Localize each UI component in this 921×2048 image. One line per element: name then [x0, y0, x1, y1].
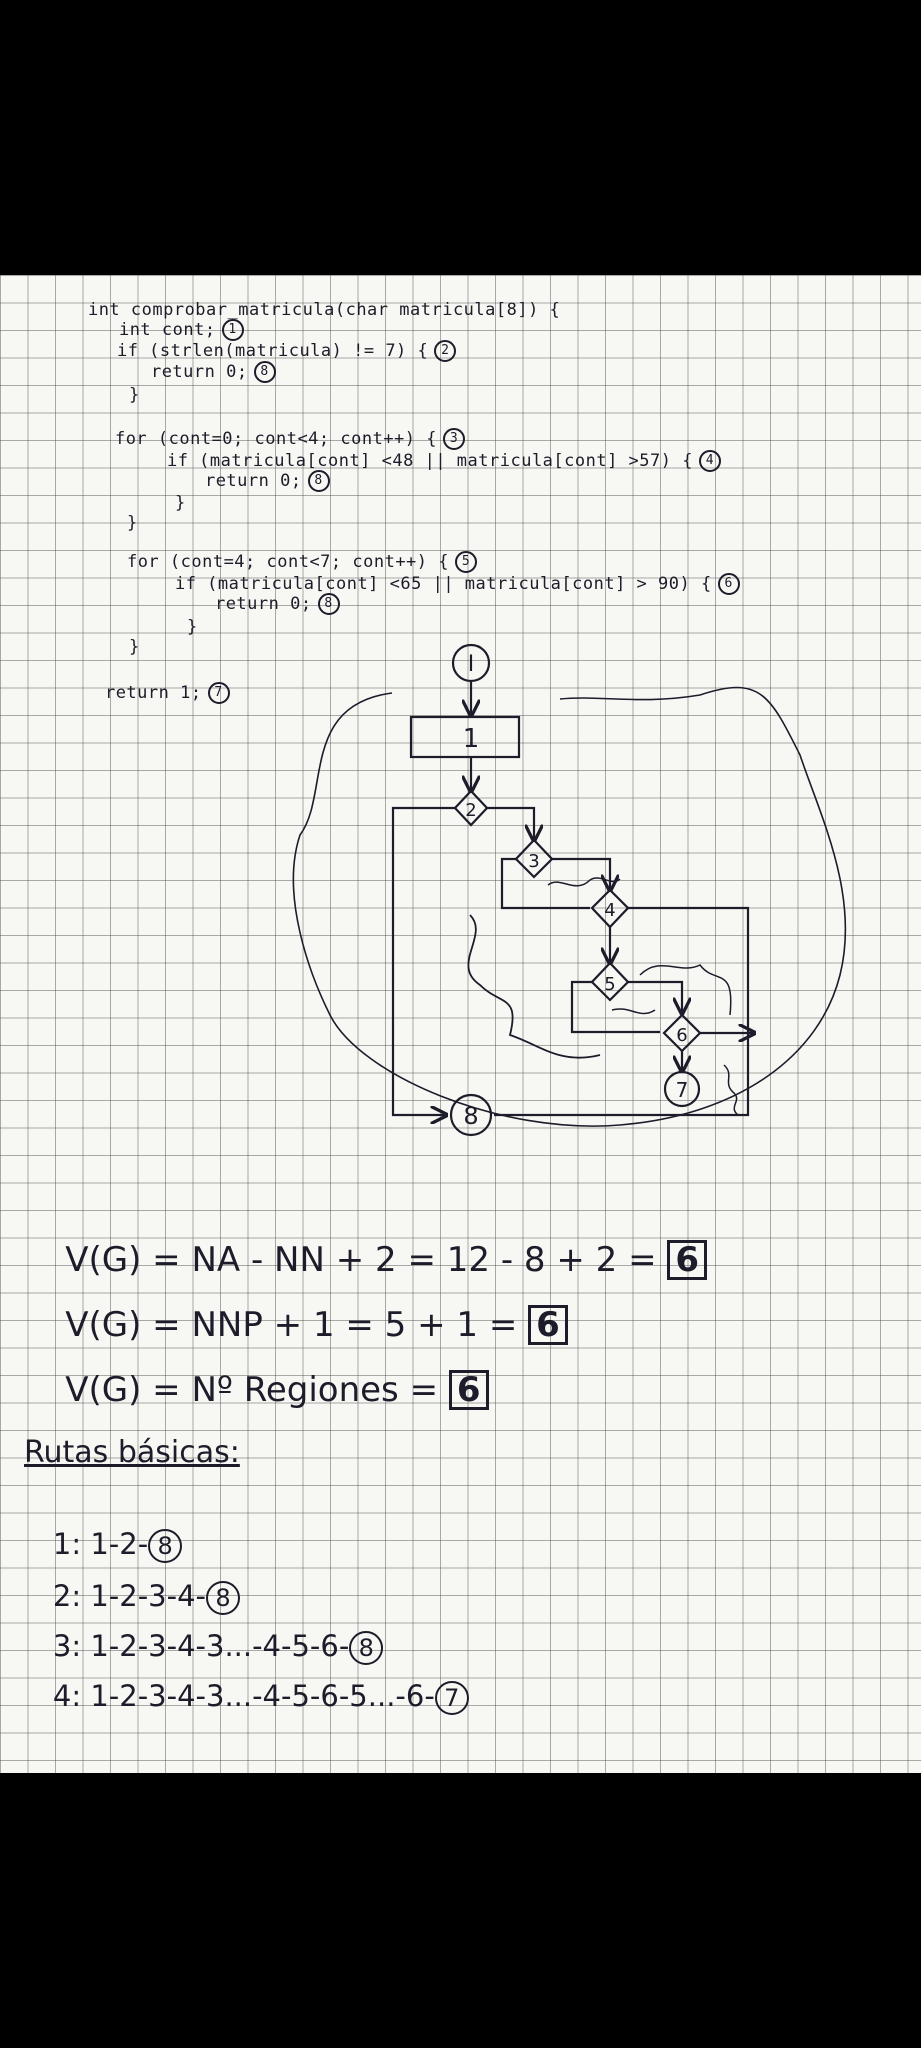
code-line: for (cont=0; cont<4; cont++) {3: [72, 408, 465, 470]
node-2-diamond: [453, 789, 489, 827]
end-node-mark: 8: [349, 1631, 384, 1665]
node-4-label: 4: [604, 900, 615, 921]
complexity-formula: V(G) = Nº Regiones = 6: [22, 1330, 489, 1450]
complexity-formula: V(G) = NA - NN + 2 = 12 - 8 + 2 = 6: [22, 1200, 708, 1320]
node-3-label: 3: [528, 851, 539, 872]
node-1-box: [409, 715, 521, 759]
route-item: 1: 1-2-8: [16, 1493, 183, 1597]
result-box: 6: [448, 1370, 489, 1410]
start-label: I: [468, 652, 475, 677]
node-1-label: 1: [463, 724, 480, 754]
route-item: 4: 1-2-3-4-3...-4-5-6-5...-6-7: [16, 1645, 469, 1749]
code-line: int comprobar_matricula(char matricula[8…: [87, 300, 561, 320]
node-mark: 3: [443, 428, 465, 450]
node-mark: 1: [221, 319, 244, 341]
node-mark: 8: [307, 470, 330, 492]
end-node-mark: 7: [434, 1681, 469, 1715]
result-box: 6: [667, 1240, 708, 1280]
code-line: }: [128, 385, 140, 405]
node-mark: 8: [317, 593, 340, 615]
complexity-formula: V(G) = NNP + 1 = 5 + 1 = 6: [22, 1265, 568, 1385]
code-line: int cont;1: [76, 299, 244, 361]
node-8-circle: [449, 1093, 493, 1137]
route-item: 3: 1-2-3-4-3...-4-5-6-8: [16, 1595, 384, 1699]
code-line: }: [174, 493, 186, 513]
code-line: return 0;8: [108, 341, 276, 403]
node-mark: 4: [698, 450, 721, 472]
result-box: 6: [528, 1305, 568, 1345]
code-line: }: [126, 513, 138, 533]
end-node-mark: 8: [148, 1529, 183, 1563]
node-mark: 8: [253, 361, 276, 383]
code-line: if (strlen(matricula) != 7) {2: [74, 320, 457, 382]
routes-title: Rutas básicas:: [24, 1435, 240, 1470]
code-line: return 0;8: [172, 573, 340, 635]
node-5-diamond: [590, 961, 630, 1002]
node-6-label: 6: [676, 1025, 687, 1046]
flow-graph: I 1 2 3 4 5 6 7 8: [292, 643, 847, 1137]
end-node-mark: 8: [206, 1581, 240, 1615]
route-item: 2: 1-2-3-4-8: [16, 1545, 240, 1649]
node-mark: 6: [717, 573, 740, 595]
code-line: if (matricula[cont] <48 || matricula[con…: [124, 430, 721, 492]
node-5-label: 5: [604, 974, 615, 995]
notebook-photo: int comprobar_matricula(char matricula[8…: [0, 275, 921, 1773]
node-7-label: 7: [676, 1078, 689, 1102]
code-line: }: [186, 617, 198, 637]
node-3-diamond: [514, 838, 554, 879]
node-mark: 5: [455, 551, 477, 573]
code-line: }: [128, 637, 140, 657]
node-7-circle: [663, 1070, 701, 1108]
node-mark: 2: [434, 340, 457, 362]
code-line: if (matricula[cont] <65 || matricula[con…: [132, 553, 740, 615]
code-line: return 0;8: [162, 450, 330, 512]
code-line: return 1;7: [62, 662, 230, 724]
node-2-label: 2: [465, 800, 476, 821]
node-8-label: 8: [463, 1102, 478, 1130]
node-mark: 7: [207, 682, 230, 704]
code-line: for (cont=4; cont<7; cont++) {5: [84, 531, 477, 593]
start-node: [451, 643, 491, 683]
